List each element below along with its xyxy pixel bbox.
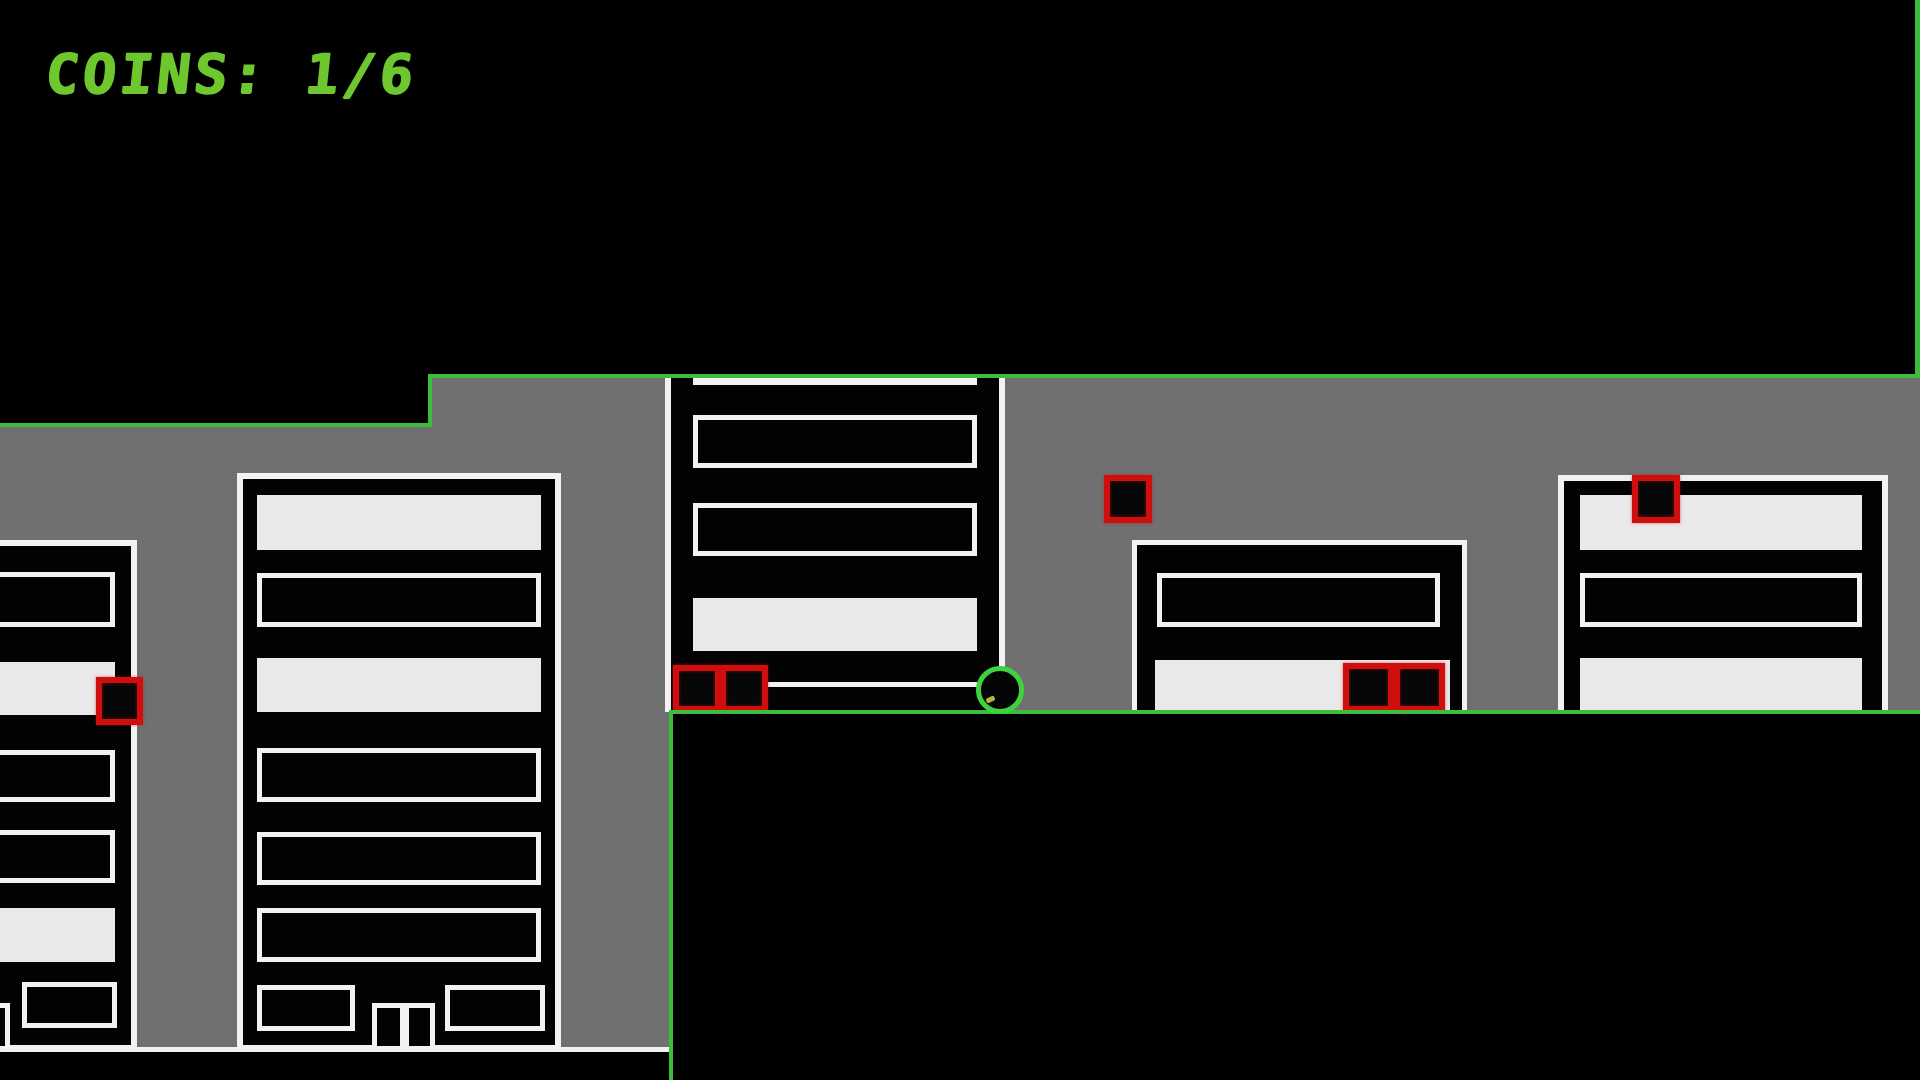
building-two-window-dark <box>257 985 355 1031</box>
hazard-red-square <box>720 665 768 712</box>
building-far-right-window-lit <box>1580 495 1862 550</box>
terrain-green-edge <box>0 423 432 427</box>
building-two-window-dark <box>445 985 545 1031</box>
hazard-red-square <box>1394 663 1445 712</box>
street-below <box>0 1052 671 1080</box>
terrain-block <box>430 376 671 425</box>
terrain-green-edge <box>1915 0 1920 378</box>
building-center-tower-window-lit <box>693 598 977 651</box>
building-two-window-lit <box>257 658 541 712</box>
building-two-window-dark <box>257 573 541 627</box>
hud-coins-counter: COINS: 1/6 <box>42 42 421 106</box>
building-center-tower-window-dark <box>693 415 977 468</box>
hazard-red-square <box>1343 663 1394 712</box>
hazard-red-square <box>673 665 721 712</box>
building-two-window-dark <box>257 908 541 962</box>
terrain-green-edge <box>669 710 1920 714</box>
building-left-partial-window-dark <box>0 750 115 802</box>
building-center-tower-window-strip <box>693 378 977 385</box>
building-far-right-window-lit <box>1580 658 1862 710</box>
building-left-partial-window-dark <box>22 982 117 1028</box>
terrain-green-edge <box>669 710 673 1080</box>
building-left-partial-window-dark <box>0 830 115 883</box>
building-left-partial-window-lit <box>0 662 115 715</box>
building-two-window-lit <box>257 495 541 550</box>
building-far-right-window-dark <box>1580 573 1862 627</box>
building-two-window-dark <box>404 1003 435 1051</box>
building-two-window-dark <box>257 748 541 802</box>
hazard-red-square <box>96 677 143 725</box>
hazard-red-square <box>1104 475 1152 523</box>
building-center-tower-window-dark <box>693 503 977 556</box>
terrain-green-edge <box>428 374 1920 378</box>
building-right-low-window-dark <box>1157 573 1440 627</box>
building-left-partial-window-dark <box>0 572 115 627</box>
terrain-green-edge <box>428 374 432 427</box>
building-two-window-dark <box>372 1003 405 1051</box>
building-left-partial-window-lit <box>0 908 115 962</box>
building-two-window-dark <box>257 832 541 885</box>
player-ball <box>976 666 1024 714</box>
hazard-red-square <box>1632 475 1680 523</box>
building-left-partial-window-dark <box>0 1003 10 1051</box>
building-center-tower-window-strip <box>693 682 977 687</box>
